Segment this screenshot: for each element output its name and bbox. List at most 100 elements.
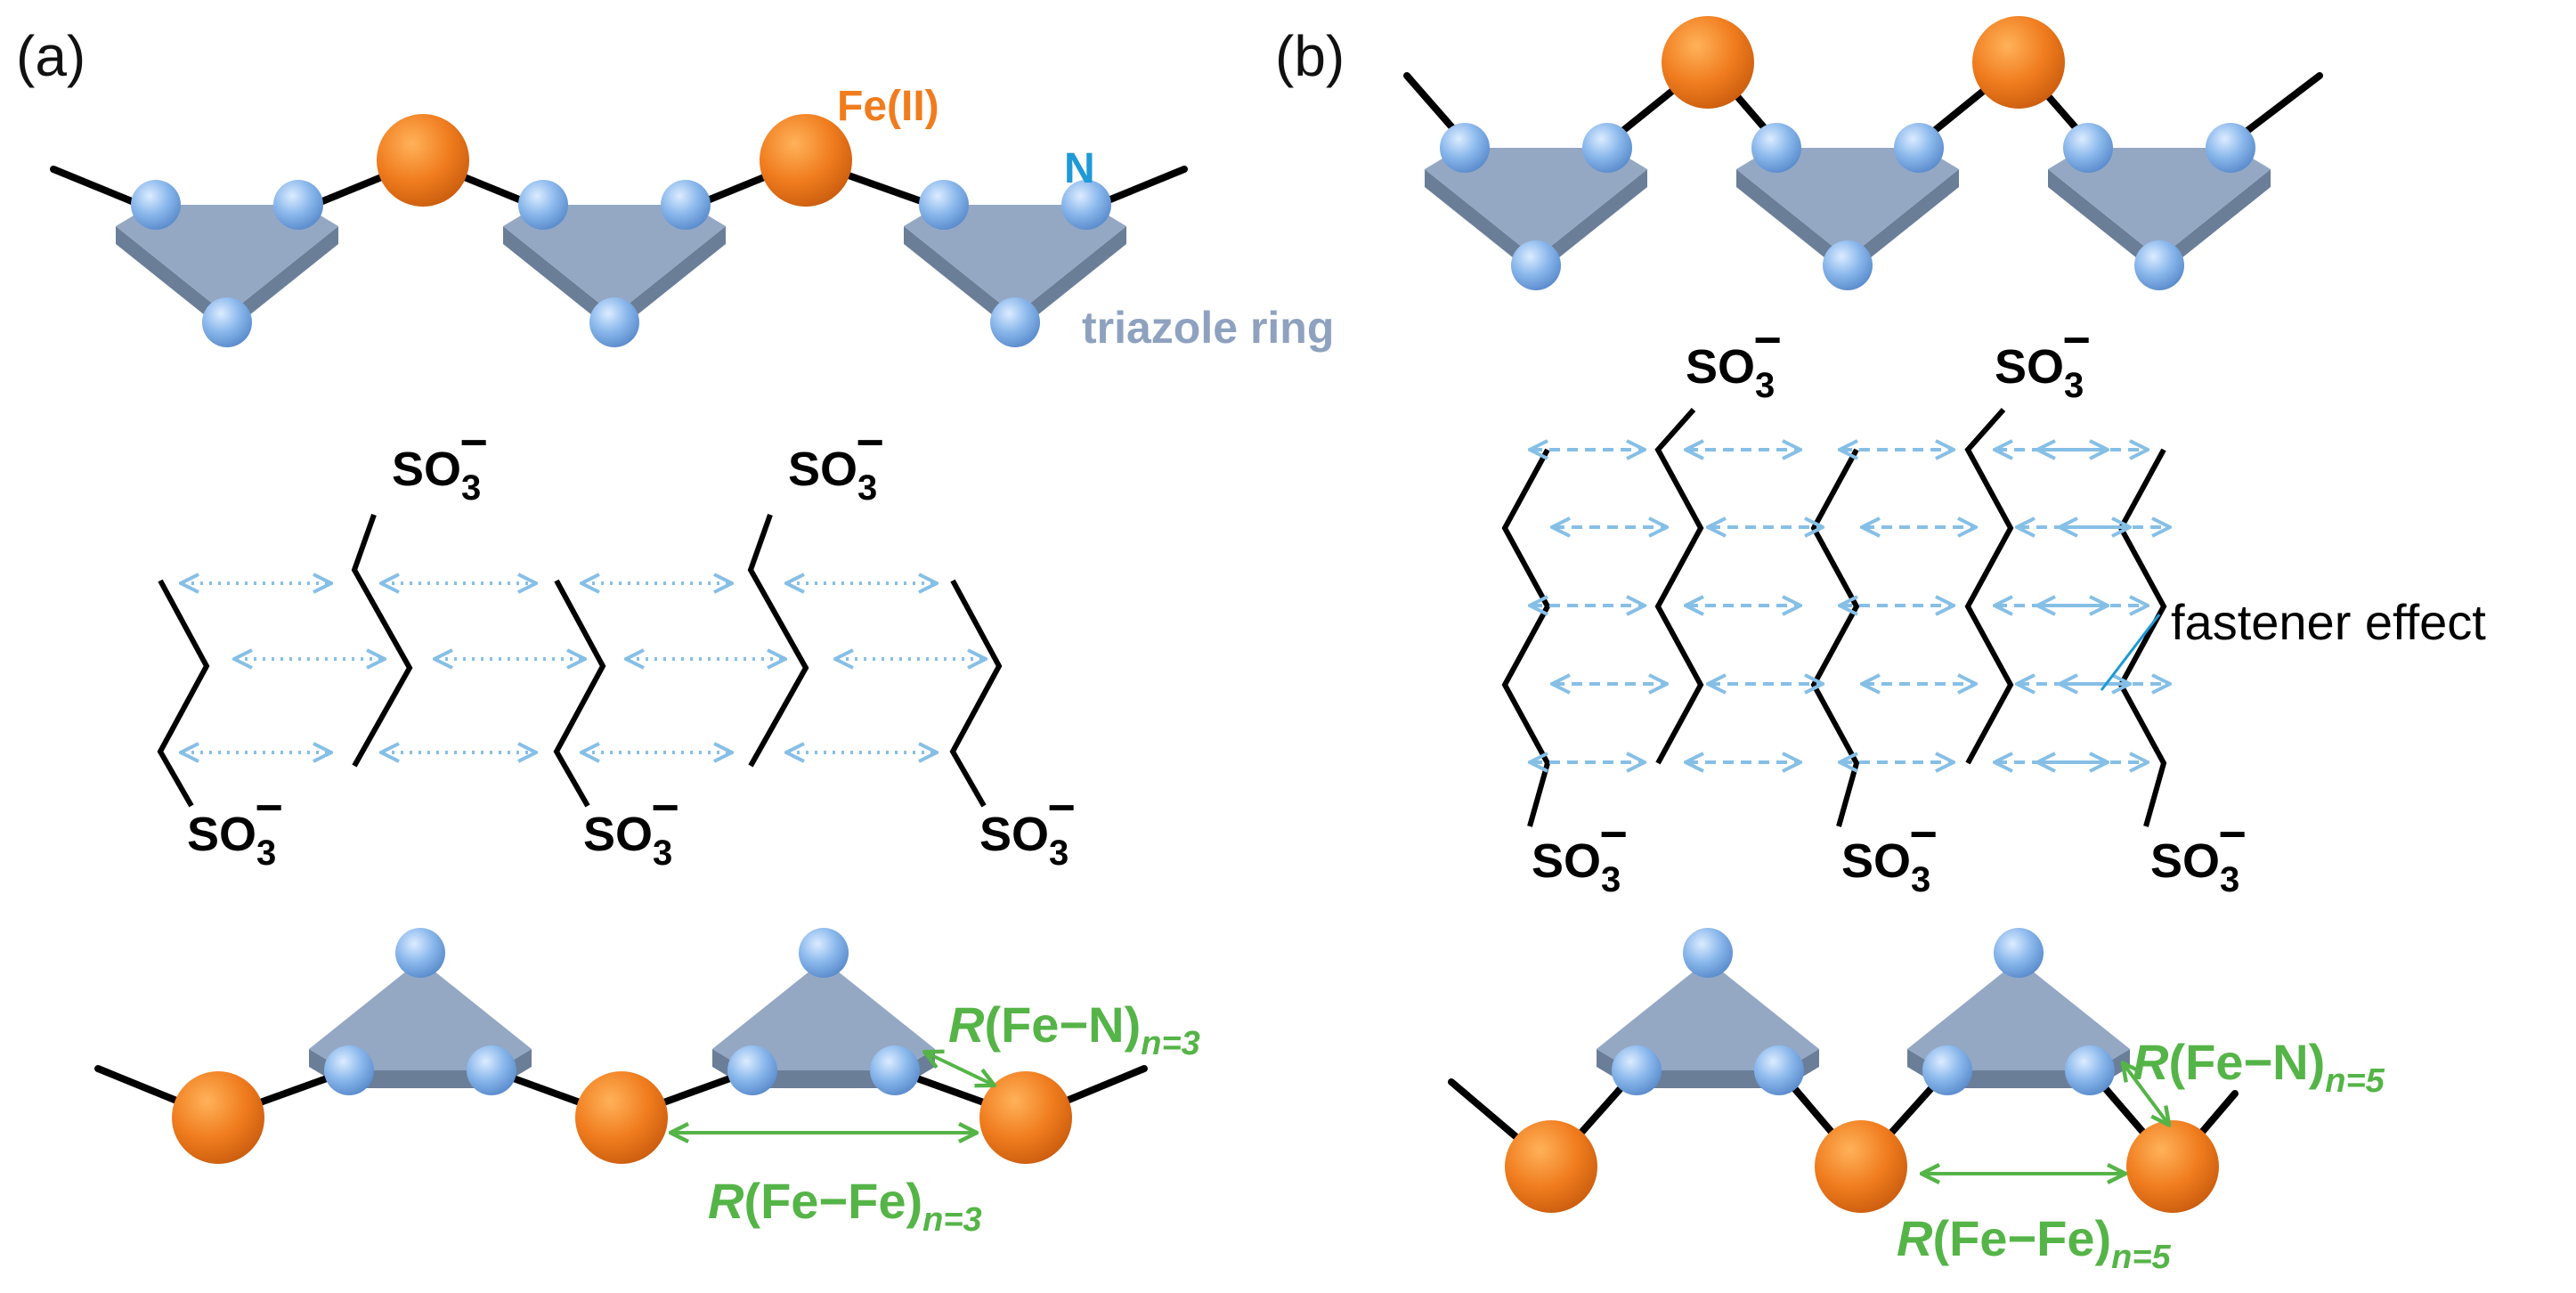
- bond-group: [1403, 59, 2323, 150]
- triazole-ring-top: [503, 205, 726, 315]
- triazole-ring-top: [309, 960, 532, 1070]
- iron-atom: [172, 1071, 264, 1164]
- panel-b-label: (b): [1275, 24, 1345, 88]
- sulfonate-label: SO3−: [2150, 808, 2247, 899]
- nitrogen-atom: [202, 297, 252, 347]
- alkyl-chain: [553, 579, 606, 808]
- fastener-effect-label: fastener effect: [2171, 594, 2486, 650]
- sulfonate-label: SO3−: [1841, 808, 1938, 899]
- triazole-ring-side: [904, 226, 1126, 333]
- nitrogen-atom: [870, 1045, 920, 1095]
- iron-atom: [1505, 1120, 1597, 1213]
- nitrogen-atom: [1061, 180, 1111, 230]
- sulfonate-label: SO3−: [1532, 808, 1628, 899]
- nitrogen-atom: [2206, 123, 2255, 173]
- nitrogen-atom: [919, 180, 969, 230]
- nitrogen-atom: [1922, 1045, 1972, 1095]
- nitrogen-atom: [273, 180, 323, 230]
- nitrogen-label: N: [1064, 145, 1095, 192]
- fe-n-distance-arrow-a: [926, 1053, 993, 1085]
- panel-a-label: (a): [16, 24, 85, 88]
- nitrogen-atom: [1751, 123, 1801, 173]
- iron-atom: [377, 114, 469, 207]
- alkyl-chain: [949, 579, 1003, 808]
- fe-fe-distance-label-b: R(Fe−Fe)n=5: [1897, 1210, 2172, 1276]
- nitrogen-atom: [589, 297, 639, 347]
- triazole-ring-side: [1736, 169, 1959, 276]
- triazole-ring-side: [116, 226, 338, 333]
- triazole-ring-top: [712, 960, 935, 1070]
- sulfonate-label: SO3−: [392, 416, 488, 508]
- iron-atom: [1662, 16, 1754, 109]
- sulfonate-label: SO3−: [1995, 313, 2091, 405]
- sulfonate-label: SO3−: [1686, 313, 1782, 405]
- nitrogen-atom: [1440, 123, 1490, 173]
- triazole-ring: [116, 205, 338, 333]
- nitrogen-atom: [467, 1045, 516, 1095]
- nitrogen-atom: [324, 1045, 374, 1095]
- triazole-ring: [1425, 148, 1647, 276]
- nitrogen-atom: [1582, 123, 1632, 173]
- sulfonate-label: SO3−: [187, 781, 283, 873]
- triazole-ring-top: [1597, 960, 1819, 1070]
- iron-atom: [1815, 1120, 1907, 1213]
- iron-atom: [1972, 16, 2065, 109]
- alkyl-chain: [1964, 408, 2014, 765]
- triazole-ring: [904, 205, 1126, 333]
- chain-layer: [50, 16, 2323, 1213]
- triazole-ring-label: triazole ring: [1082, 303, 1334, 353]
- triazole-ring-top: [116, 205, 338, 315]
- nitrogen-atom: [131, 180, 181, 230]
- nitrogen-atom: [1823, 240, 1873, 290]
- triazole-ring: [503, 205, 726, 333]
- fe-n-distance-arrow-b: [2124, 1064, 2168, 1124]
- nitrogen-atom: [1683, 928, 1733, 978]
- alkyl-chain: [157, 579, 210, 808]
- nitrogen-atom: [799, 928, 849, 978]
- triazole-ring-top: [1425, 148, 1647, 258]
- fe-fe-distance-label-a: R(Fe−Fe)n=3: [708, 1173, 982, 1239]
- alkyl-chain-layer: [157, 408, 2167, 827]
- iron-atom: [760, 114, 852, 207]
- sulfonate-label: SO3−: [788, 416, 884, 508]
- nitrogen-atom: [1994, 928, 2044, 978]
- nitrogen-atom: [2065, 1045, 2115, 1095]
- triazole-ring: [1736, 148, 1959, 276]
- triazole-ring: [2048, 148, 2271, 276]
- iron-atom: [2126, 1120, 2219, 1213]
- nitrogen-atom: [661, 180, 711, 230]
- alkyl-chain: [747, 513, 809, 768]
- nitrogen-atom: [2063, 123, 2113, 173]
- triazole-ring-top: [2048, 148, 2271, 258]
- fastener-pointer-line: [2100, 614, 2161, 691]
- nitrogen-atom: [1511, 240, 1561, 290]
- interaction-arrow-layer: [183, 450, 2168, 762]
- alkyl-chain: [2117, 448, 2167, 827]
- iron-atom: [979, 1071, 1072, 1164]
- alkyl-chain: [351, 513, 413, 768]
- triazole-ring-top: [1736, 148, 1959, 258]
- alkyl-chain: [1810, 448, 1860, 827]
- sulfonate-label: SO3−: [979, 781, 1076, 873]
- alkyl-chain: [1501, 448, 1551, 827]
- nitrogen-atom: [727, 1045, 777, 1095]
- bond-group: [50, 157, 1188, 213]
- sulfonate-label: SO3−: [583, 781, 679, 873]
- triazole-ring-side: [2048, 169, 2271, 276]
- triazole-ring-top: [904, 205, 1126, 315]
- fe-n-distance-label-a: R(Fe−N)n=3: [948, 996, 1200, 1062]
- nitrogen-atom: [2134, 240, 2184, 290]
- triazole-ring-top: [1907, 960, 2130, 1070]
- fe-n-distance-label-b: R(Fe−N)n=5: [2133, 1034, 2385, 1100]
- nitrogen-atom: [1754, 1045, 1804, 1095]
- triazole-ring-side: [1425, 169, 1647, 276]
- iron-atom: [575, 1071, 668, 1164]
- nitrogen-atom: [1894, 123, 1944, 173]
- nitrogen-atom: [1612, 1045, 1662, 1095]
- triazole-ring-side: [503, 226, 726, 333]
- alkyl-chain: [1654, 408, 1704, 765]
- nitrogen-atom: [518, 180, 568, 230]
- fe-label: Fe(II): [837, 83, 939, 130]
